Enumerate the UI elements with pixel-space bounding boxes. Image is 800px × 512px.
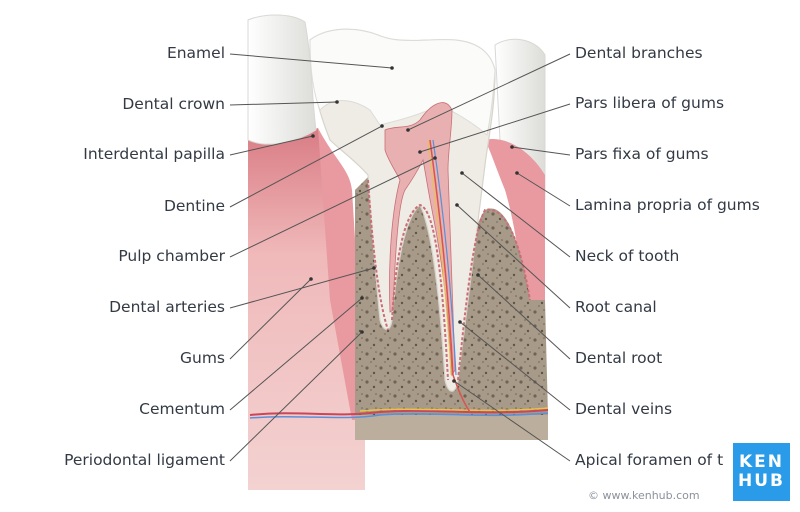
leader-root-canal [456, 204, 571, 309]
label-interdental-papilla: Interdental papilla [83, 145, 225, 163]
label-dental-branches: Dental branches [575, 44, 703, 62]
leader-dot-apical-foramen [452, 379, 456, 383]
leader-dental-root [477, 274, 571, 360]
leader-pulp-chamber [229, 157, 436, 258]
label-periodontal-ligament: Periodontal ligament [64, 451, 225, 469]
periodontal-ligament-left [367, 179, 389, 331]
label-dental-root: Dental root [575, 349, 663, 367]
leader-neck-of-tooth [461, 172, 571, 258]
leader-enamel [229, 53, 393, 69]
label-dental-arteries: Dental arteries [109, 298, 225, 316]
leader-dot-gums [309, 277, 313, 281]
base-vessel-red [249, 409, 549, 416]
logo-line-2: HUB [738, 471, 785, 491]
label-gums: Gums [179, 349, 225, 367]
leader-dot-lamina-propria-of-gums [515, 171, 519, 175]
leader-dot-dental-arteries [372, 266, 376, 270]
gum-cut-face [318, 128, 365, 420]
leader-dot-dental-branches [406, 128, 410, 132]
leader-dot-periodontal-ligament [360, 330, 364, 334]
leader-dot-dental-crown [335, 100, 339, 104]
leader-dot-pulp-chamber [433, 156, 437, 160]
label-neck-of-tooth: Neck of tooth [575, 247, 680, 265]
leader-pars-fixa-of-gums [511, 146, 571, 156]
leader-pars-libera-of-gums [419, 103, 571, 153]
kenhub-logo: KEN HUB [733, 443, 790, 501]
leader-dot-dental-veins [458, 320, 462, 324]
leader-dot-root-canal [455, 203, 459, 207]
leader-dot-dentine [380, 124, 384, 128]
canal-vein [432, 139, 457, 376]
copyright-text: © www.kenhub.com [588, 489, 700, 502]
label-root-canal: Root canal [575, 298, 657, 316]
leader-dental-branches [407, 53, 571, 131]
bone-front-face [355, 415, 548, 440]
label-dentine: Dentine [163, 197, 225, 215]
leader-apical-foramen [453, 380, 571, 462]
canal-nerve [427, 139, 452, 376]
label-pars-fixa-of-gums: Pars fixa of gums [575, 145, 709, 163]
base-vessel-blue [249, 412, 549, 419]
leader-dental-crown [229, 101, 338, 106]
leader-periodontal-ligament [229, 331, 363, 462]
label-enamel: Enamel [166, 44, 225, 62]
logo-line-1: KEN [738, 452, 784, 472]
leader-lamina-propria-of-gums [516, 172, 571, 207]
label-apical-foramen: Apical foramen of t [575, 451, 724, 469]
leader-dots [309, 66, 519, 383]
label-lamina-propria-of-gums: Lamina propria of gums [575, 196, 760, 214]
leader-dentine [229, 125, 383, 208]
leader-dot-cementum [360, 296, 364, 300]
back-tooth-left [247, 14, 317, 145]
leader-dental-veins [459, 321, 571, 411]
label-dental-crown: Dental crown [122, 95, 225, 113]
leader-dot-interdental-papilla [311, 134, 315, 138]
periodontal-ligament-inner [391, 203, 449, 381]
leader-dot-neck-of-tooth [460, 171, 464, 175]
leader-lines [229, 53, 571, 462]
leader-dot-pars-fixa-of-gums [510, 145, 514, 149]
periodontal-ligament-right [457, 208, 531, 381]
base-vessel-yellow [359, 407, 549, 412]
canal-artery [429, 139, 454, 376]
leader-gums [229, 278, 312, 360]
leader-dot-pars-libera-of-gums [418, 150, 422, 154]
leader-dot-enamel [390, 66, 394, 70]
leader-dot-dental-root [476, 273, 480, 277]
label-pars-libera-of-gums: Pars libera of gums [575, 94, 725, 112]
label-dental-veins: Dental veins [575, 400, 673, 418]
label-cementum: Cementum [139, 400, 225, 418]
gum-tissue [248, 128, 365, 490]
leader-interdental-papilla [229, 135, 314, 156]
label-pulp-chamber: Pulp chamber [118, 247, 225, 265]
leader-cementum [229, 297, 363, 411]
